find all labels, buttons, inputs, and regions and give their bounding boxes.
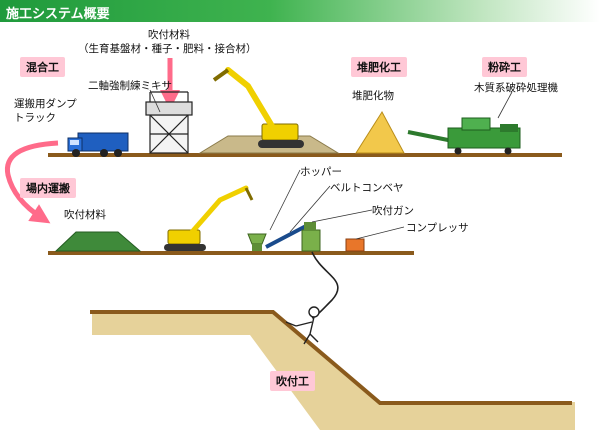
label-material-detail: （生育基盤材・種子・肥料・接合材） [78, 43, 257, 55]
label-wood-crusher: 木質系破砕処理機 [474, 82, 558, 94]
label-mixer: 二軸強制練ミキサ [88, 80, 172, 92]
wood-crusher-icon [407, 117, 521, 155]
label-dump-truck-line1: 運搬用ダンプ [14, 98, 77, 110]
leader-lines [149, 89, 513, 240]
section-label-spray: 吹付工 [270, 371, 315, 391]
dump-truck-icon [67, 132, 129, 157]
worker-icon [285, 306, 320, 345]
spray-gun-unit-icon [301, 222, 321, 252]
label-compost-pile: 堆肥化物 [352, 90, 394, 102]
transport-arrow [4, 140, 59, 224]
spray-material-pile [54, 231, 142, 252]
label-spray-gun: 吹付ガン [372, 205, 414, 217]
compressor-icon [345, 238, 365, 252]
label-belt-conveyor: ベルトコンベヤ [330, 182, 404, 194]
page-title: 施工システム概要 [6, 7, 110, 22]
section-label-mixing: 混合工 [20, 57, 65, 77]
label-hopper: ホッパー [300, 166, 342, 178]
mixer-icon [145, 91, 193, 154]
hopper-icon [247, 233, 267, 251]
compost-pile [355, 111, 405, 154]
section-label-transport: 場内運搬 [20, 178, 76, 198]
label-compressor: コンプレッサ [406, 222, 469, 234]
label-dump-truck-line2: トラック [14, 112, 56, 124]
ground-line-middle [48, 251, 414, 255]
belt-conveyor-icon [265, 224, 307, 249]
slope-fill [92, 310, 575, 430]
excavator-icon-upper [212, 67, 304, 148]
title-bar: 施工システム概要 [0, 0, 600, 22]
section-label-crush: 粉砕工 [482, 57, 527, 77]
slope-line [90, 310, 572, 405]
label-material-title: 吹付材料 [148, 29, 190, 41]
ground-line-upper [48, 153, 562, 157]
excavator-icon-middle [164, 185, 254, 251]
section-label-compost: 堆肥化工 [351, 57, 407, 77]
label-spray-material-pile: 吹付材料 [64, 209, 106, 221]
